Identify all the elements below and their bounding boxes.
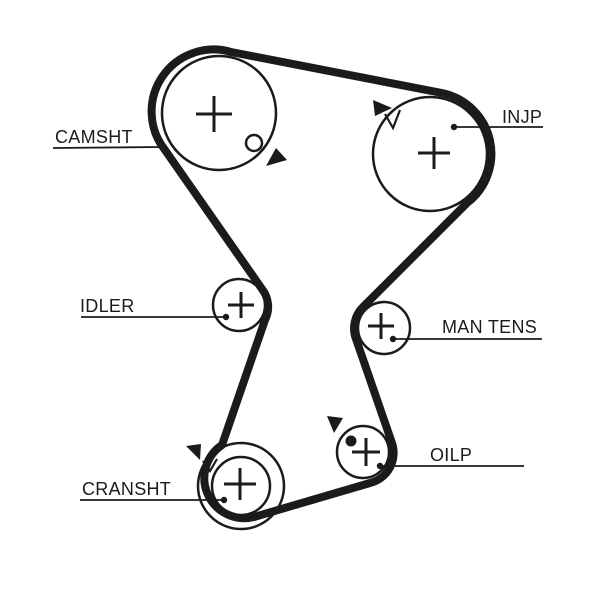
idler-label: IDLER	[80, 296, 135, 316]
injection-pump-label: INJP	[502, 107, 542, 127]
crankshaft-timing-notch-icon	[202, 458, 218, 474]
oil-pump-label: OILP	[430, 445, 472, 465]
injection-pump-leader-dot	[450, 123, 458, 131]
camshaft-pulley-circle	[160, 54, 278, 172]
camshaft-timing-hole-icon	[244, 133, 264, 153]
oil-pump-leader-dot	[376, 462, 384, 470]
tensioner-plus-icon	[368, 313, 394, 339]
oil-pump-timing-arrow-icon	[327, 416, 343, 433]
idler-leader-dot	[222, 313, 230, 321]
crankshaft-timing-arrow-icon	[186, 444, 201, 460]
camshaft-leader-line	[52, 146, 164, 149]
camshaft-timing-arrow-icon	[266, 148, 287, 166]
camshaft-plus-icon	[196, 96, 232, 132]
tensioner-label: MAN TENS	[442, 317, 537, 337]
timing-belt	[147, 45, 496, 523]
crankshaft-leader-dot	[220, 496, 228, 504]
oil-pump-timing-dot-icon	[345, 435, 357, 447]
oil-pump-pulley-circle	[335, 424, 391, 480]
oil-pump-plus-icon	[352, 438, 380, 466]
idler-plus-icon	[228, 292, 254, 318]
crankshaft-label: CRANSHT	[82, 479, 171, 499]
tensioner-leader-dot	[389, 335, 397, 343]
injection-pump-timing-arrow-icon	[373, 100, 392, 116]
injection-pump-pulley-circle	[371, 95, 489, 213]
injection-pump-timing-notch-icon	[384, 109, 402, 131]
crankshaft-outer-circle	[196, 441, 286, 531]
injection-pump-plus-icon	[418, 137, 450, 169]
camshaft-label: CAMSHT	[55, 127, 133, 147]
camshaft-leader-dot	[159, 143, 167, 151]
crankshaft-plus-icon	[224, 468, 256, 500]
